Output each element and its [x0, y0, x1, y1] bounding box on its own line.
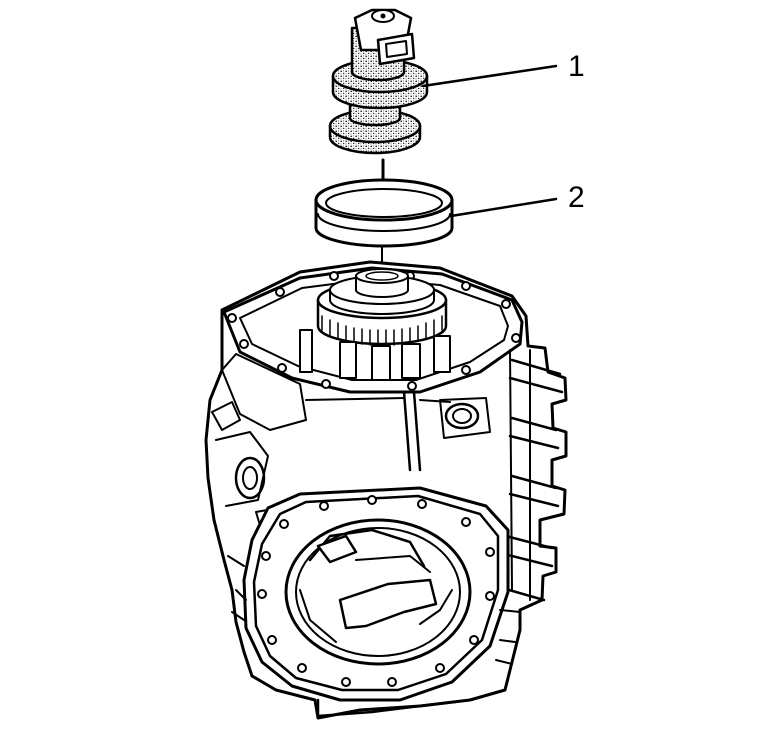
leader-line-2	[449, 197, 558, 218]
callout-label-2: 2	[568, 181, 585, 214]
seal-ring	[314, 178, 454, 248]
callout-label-1: 1	[568, 50, 585, 83]
leader-line-1	[421, 64, 558, 88]
installer-tool	[328, 8, 429, 155]
transmission-case	[204, 260, 568, 720]
